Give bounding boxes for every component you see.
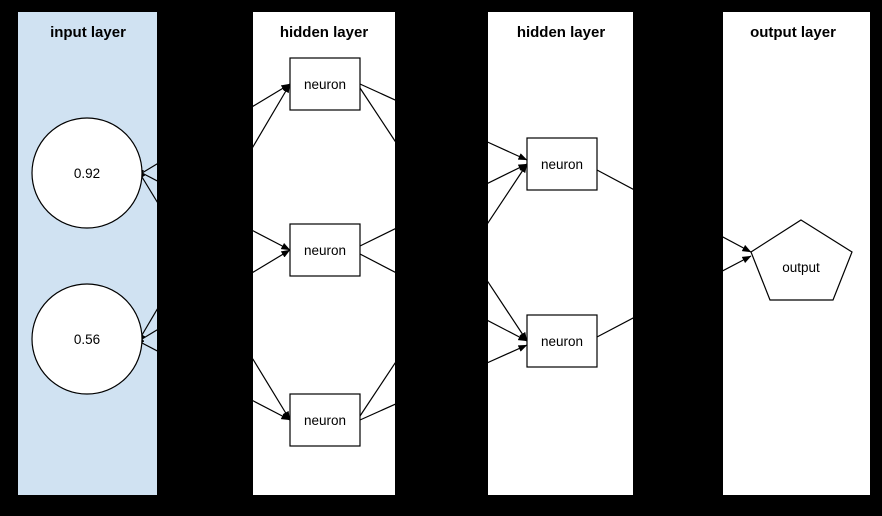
input-node-1-value: 0.92 — [74, 166, 100, 181]
edges-hidden1-to-hidden2 — [359, 83, 528, 421]
output-pentagon[interactable] — [750, 219, 853, 301]
edge-h1c-h2a — [359, 362, 395, 417]
edge-h1a-h2b — [359, 87, 395, 143]
input-node-circle[interactable] — [31, 117, 143, 229]
edge-h2a-out1-seg — [723, 236, 752, 253]
title-hidden-layer-1: hidden layer — [280, 24, 369, 41]
node-input-1[interactable]: 0.92 — [31, 117, 143, 229]
output-node-label: output — [782, 260, 820, 275]
neuron-box[interactable] — [289, 57, 361, 111]
edge-h1b-h2b — [359, 253, 395, 273]
node-output-1[interactable]: output — [750, 219, 853, 301]
neuron-label: neuron — [304, 243, 346, 258]
neuron-box[interactable] — [289, 223, 361, 277]
title-hidden-layer-2: hidden layer — [517, 24, 606, 41]
edge-h1b-h2a-seg — [488, 163, 528, 184]
input-node-2-value: 0.56 — [74, 332, 100, 347]
edge-in1-h1a-seg — [253, 83, 291, 107]
edge-h1a-h2a-seg — [488, 141, 528, 161]
neuron-box[interactable] — [289, 393, 361, 447]
edge-in2-h1c-seg — [253, 400, 291, 421]
neuron-label: neuron — [304, 77, 346, 92]
neuron-box[interactable] — [526, 137, 598, 191]
edge-in2-h1a-seg — [253, 83, 291, 148]
edge-h1a-h2b-seg — [488, 280, 528, 342]
input-node-circle[interactable] — [31, 283, 143, 395]
panel-hidden-layer-2[interactable] — [488, 12, 633, 495]
node-hidden1-c[interactable]: neuron — [289, 393, 361, 447]
layer-titles: input layer hidden layer hidden layer ou… — [50, 24, 836, 41]
edge-h2b-out1-seg — [723, 255, 752, 272]
nodes-hidden-layer-2: neuron neuron — [526, 137, 598, 368]
node-hidden2-a[interactable]: neuron — [526, 137, 598, 191]
nodes-output-layer: output — [750, 219, 853, 301]
edges-input-to-hidden1 — [134, 83, 291, 421]
gap-1 — [157, 12, 253, 495]
edge-in2-h1b-seg — [253, 249, 291, 273]
panel-input-layer[interactable] — [18, 12, 157, 495]
edge-in1-h1b-seg — [253, 230, 291, 251]
node-input-2[interactable]: 0.56 — [31, 283, 143, 395]
node-hidden1-a[interactable]: neuron — [289, 57, 361, 111]
edge-h1c-h2b-seg — [488, 344, 528, 364]
title-output-layer: output layer — [750, 24, 836, 41]
edge-h2b-out1 — [596, 317, 633, 338]
nodes-hidden-layer-1: neuron neuron neuron — [289, 57, 361, 447]
node-hidden1-b[interactable]: neuron — [289, 223, 361, 277]
panel-gaps — [157, 12, 723, 495]
node-hidden2-b[interactable]: neuron — [526, 314, 598, 368]
gap-3 — [633, 12, 723, 495]
edge-h2a-out1 — [596, 169, 633, 190]
edge-h1c-h2b — [359, 403, 395, 421]
edge-h1a-h2a — [359, 83, 395, 101]
edge-in1-h1c-seg — [253, 358, 291, 421]
edge-h1b-h2b-seg — [488, 320, 528, 342]
edge-h1c-h2a-seg — [488, 163, 528, 224]
gap-2 — [395, 12, 488, 495]
neuron-label: neuron — [541, 157, 583, 172]
edges-hidden2-to-output — [596, 169, 752, 338]
edge-h1b-h2a — [359, 228, 395, 247]
nodes-input-layer: 0.92 0.56 — [31, 117, 143, 395]
title-input-layer: input layer — [50, 24, 126, 41]
neuron-label: neuron — [541, 334, 583, 349]
neuron-label: neuron — [304, 413, 346, 428]
neuron-box[interactable] — [526, 314, 598, 368]
